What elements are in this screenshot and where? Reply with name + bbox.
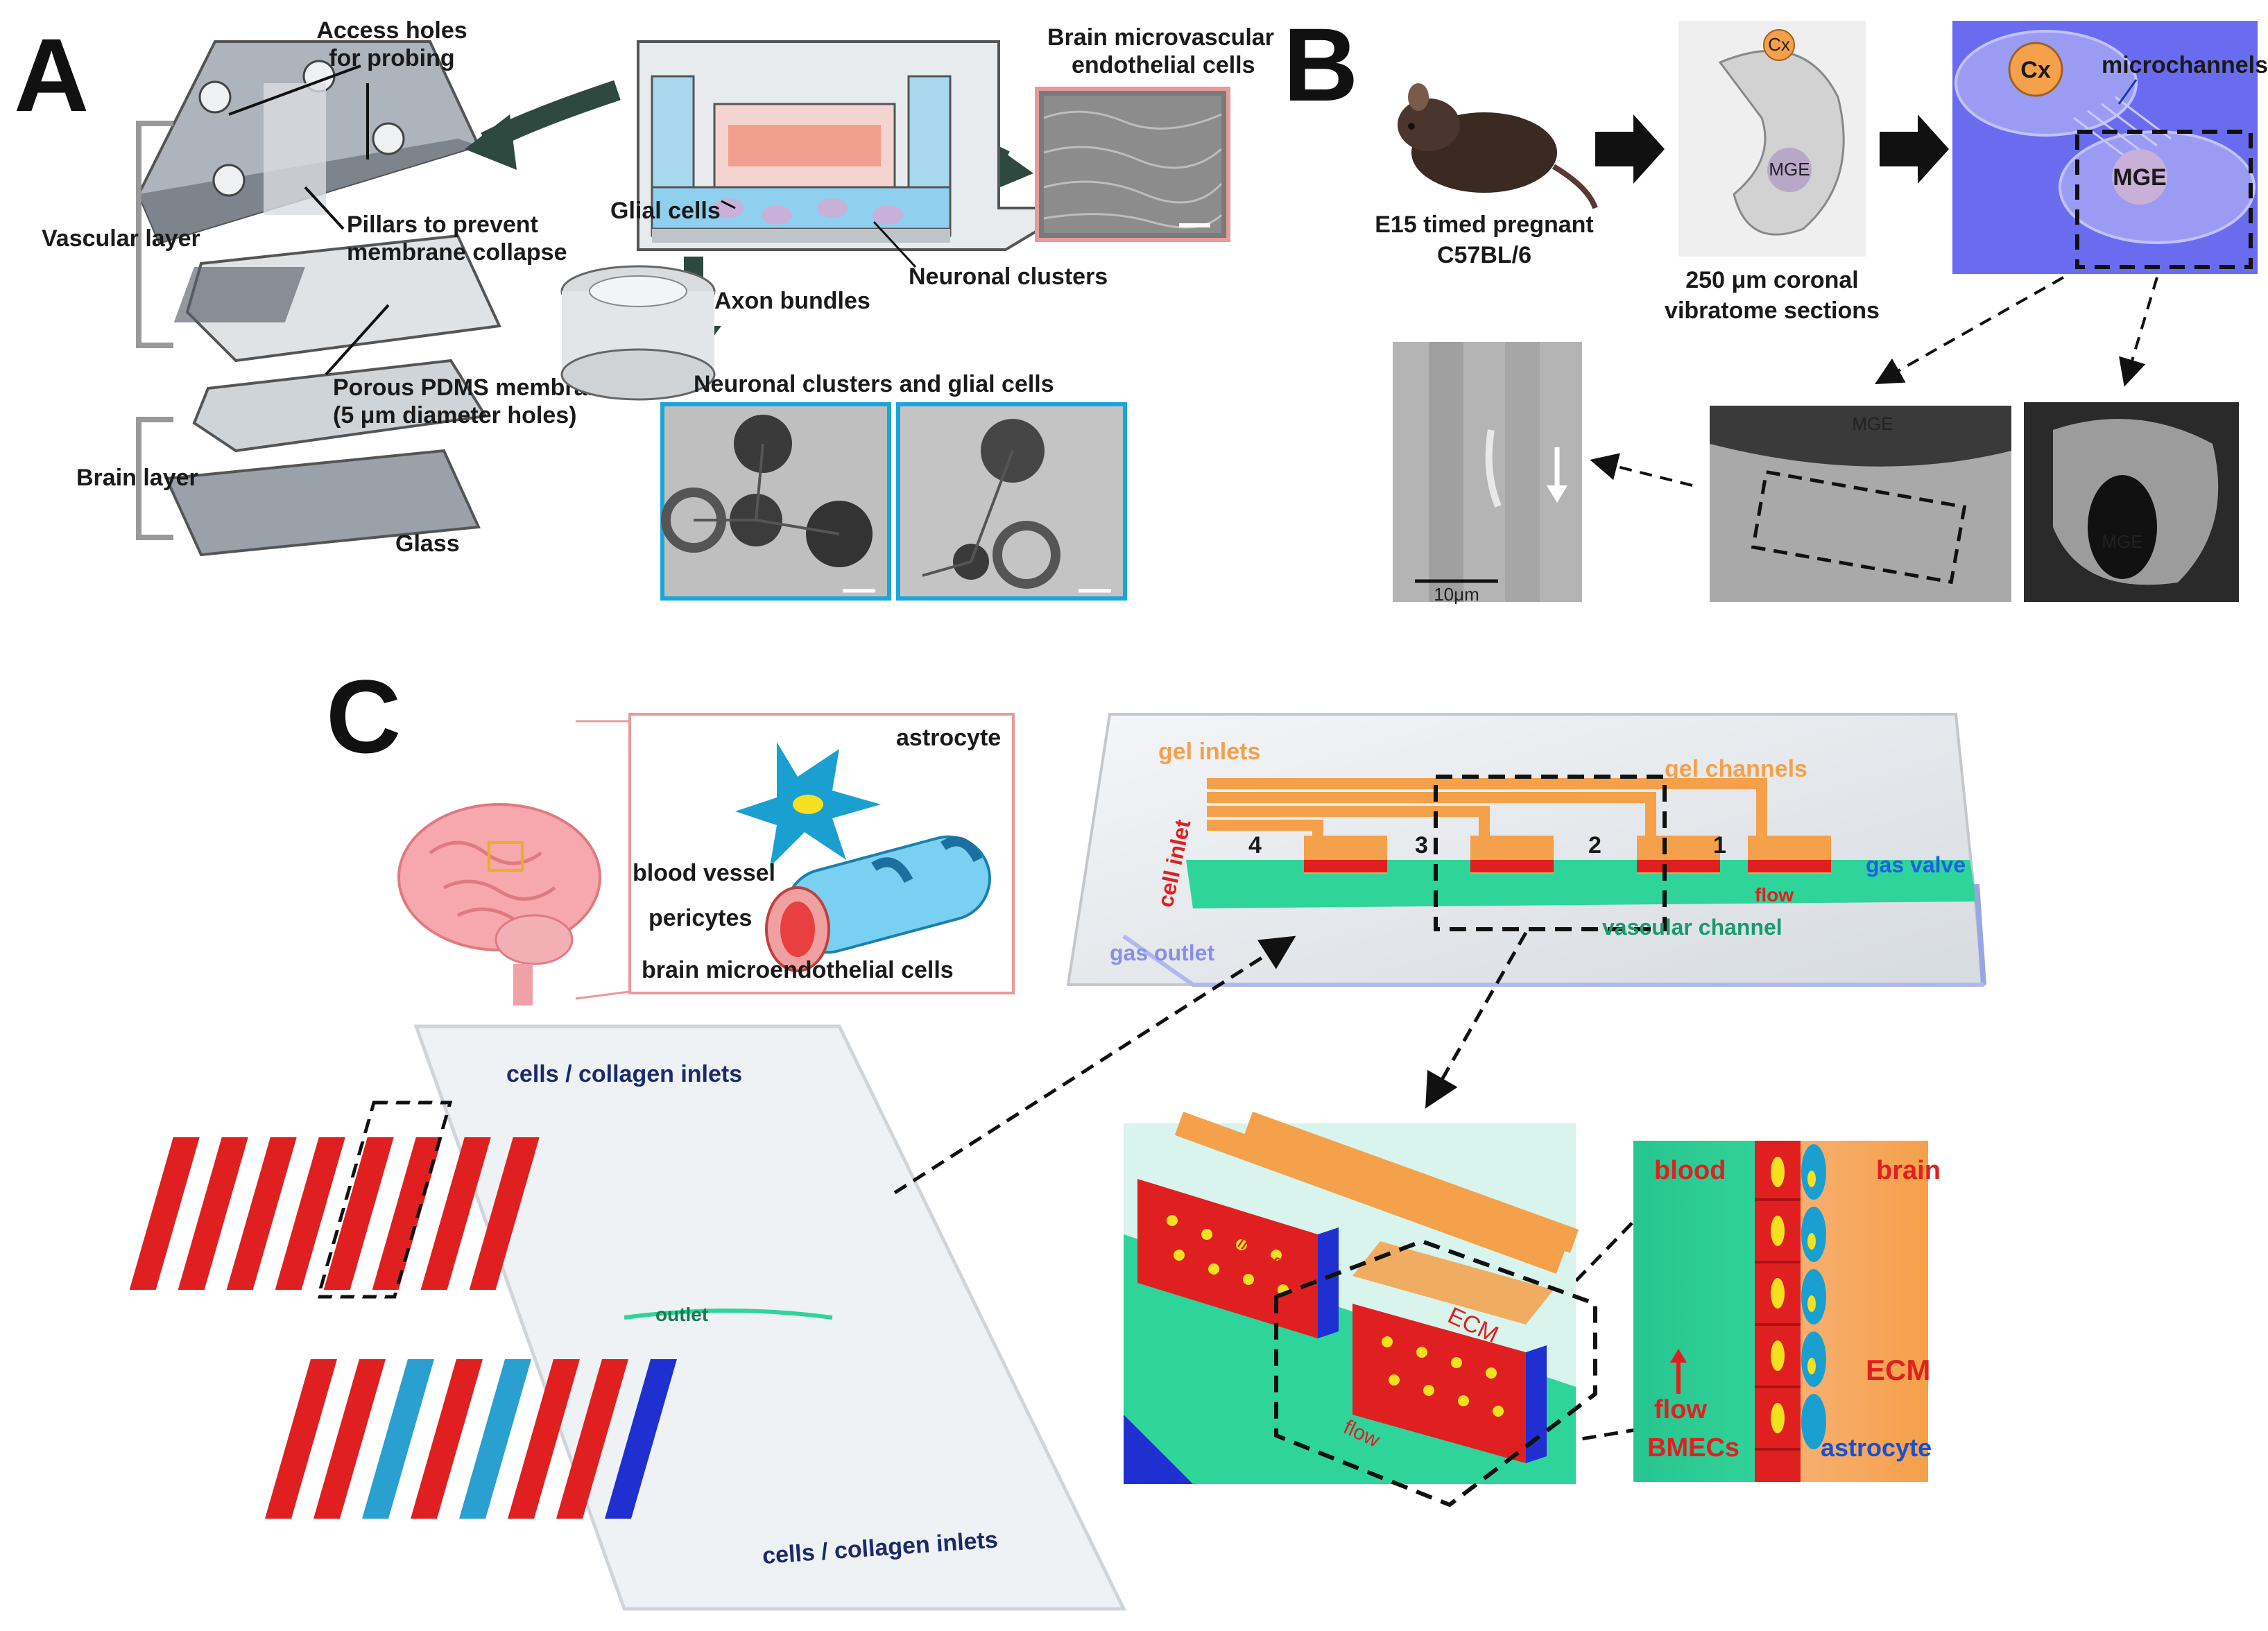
- brain-layer: [192, 359, 488, 453]
- gel-channels: [1207, 778, 1767, 836]
- panel-a-label: A: [14, 17, 89, 133]
- svg-text:MGE: MGE: [2113, 164, 2166, 191]
- cx-marker-small: [1763, 29, 1795, 61]
- microchannel-device-image: Cx MGE: [1952, 21, 2258, 274]
- brain-zoom-box: [488, 841, 524, 872]
- mge-marker-small: [1767, 148, 1812, 192]
- cluster-micrograph-left: [660, 402, 891, 601]
- svg-text:MGE: MGE: [1852, 413, 1893, 434]
- chambers: [1304, 836, 1831, 874]
- arrow-right-2: [1880, 114, 1949, 184]
- glass-slide: [164, 449, 481, 557]
- chamber-number-3: 3: [1415, 832, 1428, 858]
- panel-c-label: C: [326, 658, 401, 775]
- bbb-cross-section: [1633, 1141, 1928, 1482]
- label-astrocyte: astrocyte: [896, 725, 1001, 751]
- brain-illustration: [397, 803, 601, 1006]
- label-outlet: outlet: [655, 1304, 708, 1325]
- label-brain: brain: [1876, 1156, 1941, 1185]
- barrier-block-1: [1137, 1179, 1318, 1338]
- svg-text:Cx: Cx: [1768, 34, 1790, 55]
- pillar-array: [264, 83, 326, 215]
- bmec-micrograph: [1035, 87, 1230, 242]
- micrograph-mge-dark: MGE: [2024, 402, 2239, 602]
- label-gel-channels: gel channels: [1665, 756, 1807, 782]
- barrier-zoom-3d: [1124, 1112, 1597, 1508]
- label-neuronal-clusters: Neuronal clusters: [909, 264, 1108, 290]
- label-astrocyte-cross: astrocyte: [1821, 1433, 1932, 1462]
- arrow-right-1: [1595, 114, 1665, 184]
- mge-marker: [2112, 149, 2167, 205]
- mouse-image: [1398, 83, 1598, 209]
- label-glass: Glass: [395, 530, 460, 557]
- label-bmecs: BMECs: [1647, 1433, 1739, 1462]
- panel-c: C astrocyte blood vessel pericytes brain…: [129, 658, 1986, 1611]
- label-cells-collagen-top: cells / collagen inlets: [506, 1061, 742, 1087]
- nvu-inset: [628, 713, 1015, 994]
- chamber-number-4: 4: [1248, 832, 1262, 858]
- coronal-section-image: Cx MGE: [1678, 21, 1866, 257]
- device-cross-section: [560, 40, 1081, 401]
- label-clusters-glial: Neuronal clusters and glial cells: [694, 371, 1054, 397]
- label-blood-vessel: blood vessel: [633, 860, 775, 886]
- multiplex-zoom-box: [316, 1101, 453, 1299]
- chip-exploded-view: [136, 40, 501, 557]
- label-flow: flow: [1654, 1395, 1707, 1424]
- label-microchannels: microchannels: [2102, 52, 2268, 78]
- access-hole: [212, 164, 246, 197]
- cluster-micrograph-right: [896, 402, 1127, 601]
- zoom-box: [2075, 130, 2253, 269]
- chamber-number-1: 1: [1713, 832, 1726, 858]
- zoom-box-small: [1751, 469, 1967, 585]
- bracket-brain: [136, 417, 173, 540]
- micrograph-10um: 10μm: [1393, 342, 1582, 605]
- panel-b-label: B: [1283, 6, 1358, 123]
- micrograph-mge-channels: MGE: [1710, 406, 2011, 602]
- label-vascular-layer: Vascular layer: [42, 225, 200, 252]
- label-blood: blood: [1654, 1156, 1726, 1185]
- upper-array: [129, 1137, 540, 1290]
- bbb-chip-device: [1066, 713, 1986, 987]
- label-flow-top: flow: [1755, 884, 1794, 906]
- chamber-number-2: 2: [1588, 832, 1601, 858]
- barrier-block-2: [1352, 1304, 1526, 1463]
- multiplex-chip: [129, 1024, 1127, 1611]
- svg-text:Cx: Cx: [2020, 57, 2051, 83]
- label-pericytes: pericytes: [648, 905, 752, 931]
- label-brain-layer: Brain layer: [76, 465, 198, 491]
- lower-array: [265, 1359, 677, 1519]
- barrier-zoom-box: [1274, 1239, 1597, 1508]
- label-gas-valve: gas valve: [1866, 852, 1966, 877]
- label-axon-bundles: Axon bundles: [714, 288, 870, 314]
- bracket-vascular: [136, 121, 173, 348]
- label-ecm: ECM: [1866, 1354, 1930, 1386]
- chip-zoom-box: [1434, 775, 1667, 931]
- svg-text:10μm: 10μm: [1434, 584, 1479, 605]
- svg-text:MGE: MGE: [2102, 531, 2142, 552]
- label-vascular-channel: vascular channel: [1602, 915, 1782, 940]
- label-gas-outlet: gas outlet: [1110, 940, 1214, 965]
- access-hole: [372, 122, 405, 155]
- label-glial-cells: Glial cells: [610, 198, 721, 224]
- svg-text:MGE: MGE: [1769, 159, 1810, 180]
- cx-marker: [2008, 42, 2063, 97]
- label-gel-inlets: gel inlets: [1158, 739, 1260, 765]
- label-brain-microendothelial: brain microendothelial cells: [642, 957, 954, 983]
- access-hole: [198, 80, 232, 114]
